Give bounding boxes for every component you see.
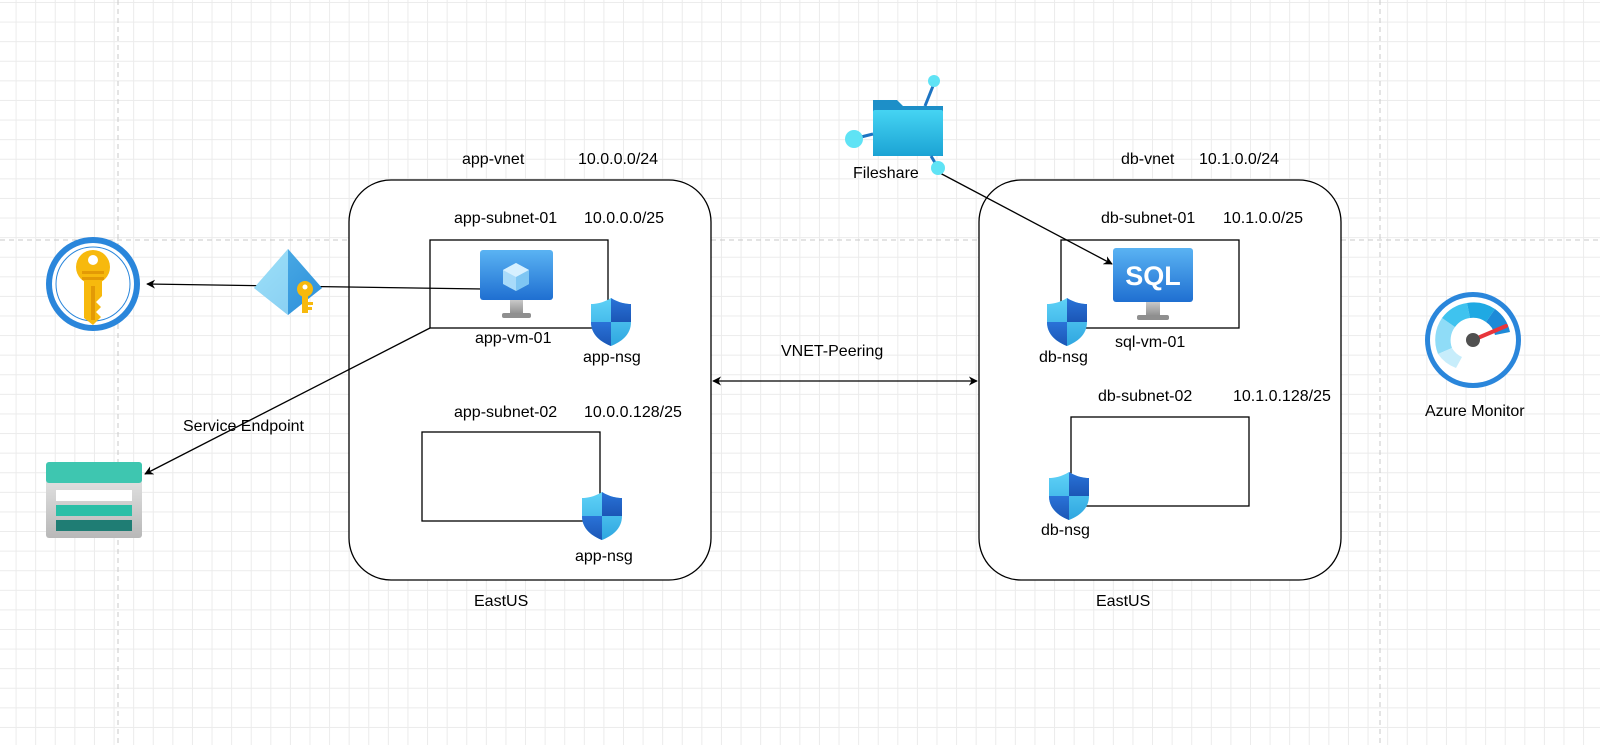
fileshare-connector[interactable]: [937, 171, 1113, 265]
service-endpoint-label: Service Endpoint: [183, 418, 305, 435]
network-security-group-icon[interactable]: [1047, 298, 1087, 346]
db-subnet-02-box[interactable]: [1070, 416, 1250, 507]
azure-monitor-label: Azure Monitor: [1425, 403, 1525, 420]
db-nsg-label: db-nsg: [1041, 522, 1090, 539]
network-security-group-icon[interactable]: [1049, 472, 1089, 520]
db-nsg-label: db-nsg: [1039, 349, 1088, 366]
db-vnet-cidr-label: 10.1.0.0/24: [1199, 151, 1279, 168]
service-endpoint-connector[interactable]: [144, 327, 431, 475]
app-vnet-container[interactable]: [348, 179, 712, 581]
db-region-label: EastUS: [1096, 593, 1150, 610]
app-subnet-02-name-label: app-subnet-02: [454, 404, 557, 421]
app-vnet-name-label: app-vnet: [462, 151, 525, 168]
app-vm-01-label: app-vm-01: [475, 330, 552, 347]
key-vault-icon[interactable]: [46, 237, 140, 331]
db-subnet-01-cidr-label: 10.1.0.0/25: [1223, 210, 1303, 227]
app-subnet-01-box[interactable]: [429, 239, 609, 329]
app-region-label: EastUS: [474, 593, 528, 610]
managed-identity-icon[interactable]: [254, 249, 322, 315]
network-security-group-icon[interactable]: [582, 492, 622, 540]
db-subnet-02-cidr-label: 10.1.0.128/25: [1233, 388, 1331, 405]
db-subnet-01-box[interactable]: [1060, 239, 1240, 329]
app-vnet-cidr-label: 10.0.0.0/24: [578, 151, 658, 168]
azure-monitor-icon[interactable]: [1425, 292, 1521, 388]
storage-account-icon[interactable]: [46, 462, 142, 538]
virtual-machine-icon[interactable]: [480, 250, 553, 318]
app-nsg-label: app-nsg: [583, 349, 641, 366]
db-vnet-name-label: db-vnet: [1121, 151, 1175, 168]
app-subnet-02-cidr-label: 10.0.0.128/25: [584, 404, 682, 421]
fileshare-label: Fileshare: [853, 165, 919, 182]
file-share-icon[interactable]: [845, 75, 945, 175]
vnet-peering-label: VNET-Peering: [781, 343, 883, 360]
sql-vm-01-label: sql-vm-01: [1115, 334, 1185, 351]
network-security-group-icon[interactable]: [591, 298, 631, 346]
db-subnet-01-name-label: db-subnet-01: [1101, 210, 1195, 227]
app-subnet-01-name-label: app-subnet-01: [454, 210, 557, 227]
sql-virtual-machine-icon[interactable]: SQL: [1113, 248, 1193, 320]
app-subnet-01-cidr-label: 10.0.0.0/25: [584, 210, 664, 227]
sql-icon-label: SQL: [1125, 261, 1181, 291]
db-subnet-02-name-label: db-subnet-02: [1098, 388, 1192, 405]
app-subnet-02-box[interactable]: [421, 431, 601, 522]
app-nsg-label: app-nsg: [575, 548, 633, 565]
